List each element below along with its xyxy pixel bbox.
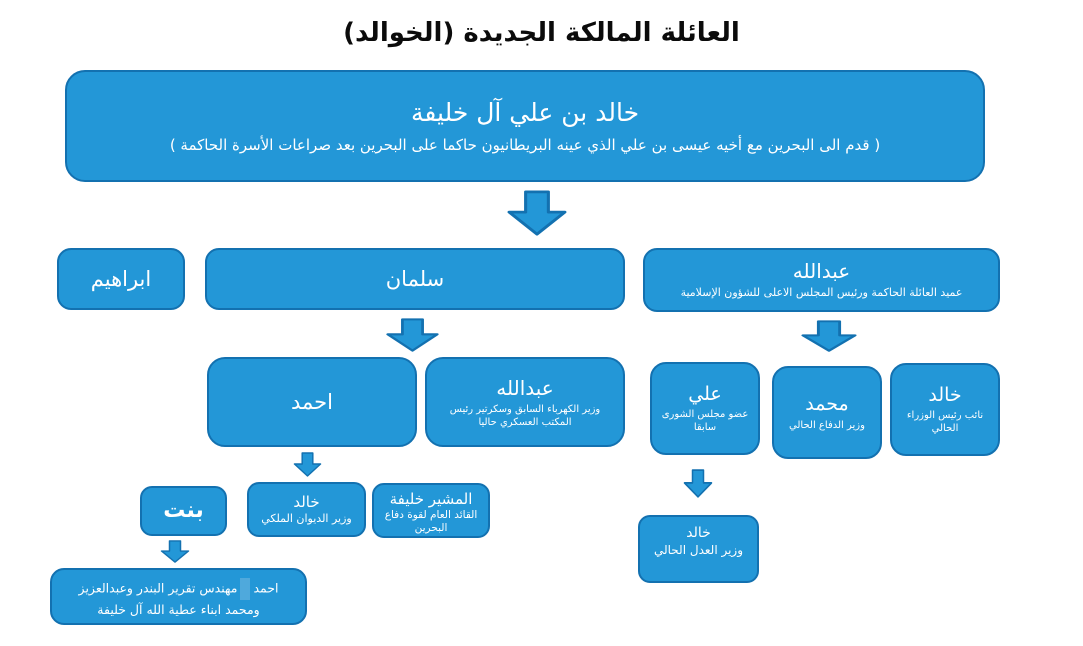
node-name: خالد بن علي آل خليفة [410, 97, 640, 127]
highlight-bar [240, 578, 251, 600]
down-arrow-icon [800, 320, 858, 352]
node-name: احمد [253, 580, 279, 596]
node-note: عضو مجلس الشورى سابقا [661, 409, 749, 434]
node-note: مهندس تقرير البندر وعبدالعزيز ومحمد ابنا… [78, 580, 260, 618]
node-note: نائب رئيس الوزراء الحالي [906, 410, 984, 435]
node-ali: علي عضو مجلس الشورى سابقا [650, 362, 760, 455]
node-marshal-khalifa: المشير خليفة القائد العام لقوة دفاع البح… [372, 483, 490, 538]
node-name: بنت [163, 498, 204, 524]
node-name: عبدالله [792, 259, 851, 284]
node-name: عبدالله [496, 375, 554, 400]
node-name: احمد [291, 389, 333, 414]
node-name: خالد [928, 383, 962, 406]
node-name: محمد [805, 393, 849, 416]
node-ibrahim: ابراهيم [57, 248, 185, 310]
down-arrow-icon [385, 318, 440, 352]
node-note: عميد العائلة الحاكمة ورئيس المجلس الاعلى… [680, 286, 963, 300]
node-name: خالد [686, 525, 711, 541]
node-name: سلمان [385, 266, 445, 291]
node-salman: سلمان [205, 248, 625, 310]
node-note: وزير الدفاع الحالي [789, 419, 865, 431]
down-arrow-icon [160, 540, 190, 563]
node-note: وزير العدل الحالي [653, 542, 744, 557]
node-khalid-justice: خالد وزير العدل الحالي [638, 515, 759, 583]
node-khalid-deputy-pm: خالد نائب رئيس الوزراء الحالي [890, 363, 1000, 456]
node-note: وزير الكهرباء السابق وسكرتير رئيس المكتب… [449, 403, 601, 428]
node-bint: بنت [140, 486, 227, 536]
node-note: القائد العام لقوة دفاع البحرين [384, 508, 478, 535]
down-arrow-icon [683, 469, 713, 498]
node-name: ابراهيم [90, 266, 152, 291]
node-note: وزير الديوان الملكي [261, 511, 352, 525]
down-arrow-icon [293, 452, 322, 477]
node-note: ( قدم الى البحرين مع أخيه عيسى بن علي ال… [169, 135, 881, 154]
node-ahmed: احمد [207, 357, 417, 447]
node-name: المشير خليفة [389, 490, 473, 508]
node-name: علي [688, 382, 722, 405]
node-name: خالد [293, 492, 320, 511]
node-khalid-royal-court: خالد وزير الديوان الملكي [247, 482, 366, 537]
node-abdullah-military: عبدالله وزير الكهرباء السابق وسكرتير رئي… [425, 357, 625, 447]
down-arrow-icon [506, 190, 568, 236]
node-abdullah-dean: عبدالله عميد العائلة الحاكمة ورئيس المجل… [643, 248, 1000, 312]
node-bandar-sons: احمدمهندس تقرير البندر وعبدالعزيز ومحمد … [50, 568, 307, 625]
node-mohammed: محمد وزير الدفاع الحالي [772, 366, 882, 459]
node-khalid-bin-ali-root: خالد بن علي آل خليفة ( قدم الى البحرين م… [65, 70, 985, 182]
page-title: العائلة المالكة الجديدة (الخوالد) [343, 18, 740, 48]
